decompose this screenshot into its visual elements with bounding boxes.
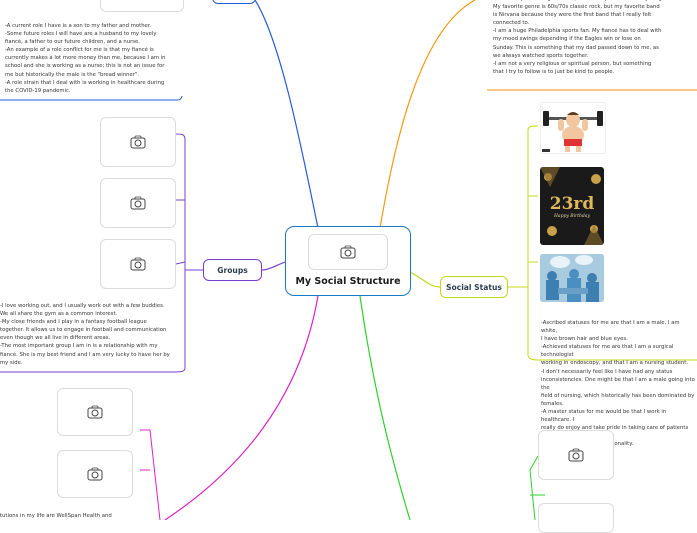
health-image-1: [538, 430, 614, 480]
groups-image-1: [100, 117, 176, 167]
weightlifter-cartoon-image: [540, 102, 606, 154]
health-connector: [359, 295, 411, 520]
groups-image-2: [100, 178, 176, 228]
status-connector: [409, 271, 441, 288]
branch-connectors: [0, 0, 697, 520]
groups-node[interactable]: Groups: [203, 259, 262, 281]
camera-icon: [87, 405, 103, 419]
status-tree: [508, 125, 697, 361]
groups-label: Groups: [217, 265, 248, 275]
institutions-tree: [140, 429, 161, 520]
roles-connector: [254, 0, 319, 229]
camera-icon: [130, 257, 146, 271]
root-title: My Social Structure: [295, 276, 401, 287]
camera-icon: [130, 135, 146, 149]
birthday-greeting: Happy Birthday: [553, 213, 591, 219]
camera-icon: [130, 196, 146, 210]
social-status-text: -Ascribed statuses for me are that I am …: [541, 320, 695, 448]
camera-icon: [87, 467, 103, 481]
roles-underline: [0, 95, 183, 101]
social-status-node[interactable]: Social Status: [440, 276, 508, 298]
camera-icon: [568, 448, 584, 462]
health-tree: [529, 455, 545, 520]
roles-text: -A current role I have is a son to my fa…: [5, 23, 166, 94]
social-status-label: Social Status: [446, 282, 502, 292]
roles-node-partial[interactable]: [212, 0, 256, 4]
birthday-23rd-image: 23rd Happy Birthday: [540, 167, 604, 245]
groups-image-3: [100, 239, 176, 289]
institutions-image-2: [57, 450, 133, 498]
institutions-text: tutions in my life are WellSpan Health a…: [0, 513, 112, 519]
surgery-room-image: [540, 254, 604, 302]
root-image-placeholder: [308, 234, 388, 270]
groups-connector: [261, 261, 286, 271]
values-connector: [379, 0, 476, 229]
institutions-image-1: [57, 388, 133, 436]
groups-tree: [0, 133, 203, 373]
roles-image-placeholder: [100, 0, 184, 12]
birthday-number: 23rd: [549, 193, 595, 214]
health-image-2: [538, 503, 614, 533]
values-text: -I am always listening to music; I liste…: [493, 0, 663, 75]
groups-text: -I love working out, and I usually work …: [0, 303, 170, 366]
root-node[interactable]: My Social Structure: [285, 226, 411, 296]
camera-icon: [340, 245, 356, 259]
institutions-connector: [164, 295, 319, 520]
